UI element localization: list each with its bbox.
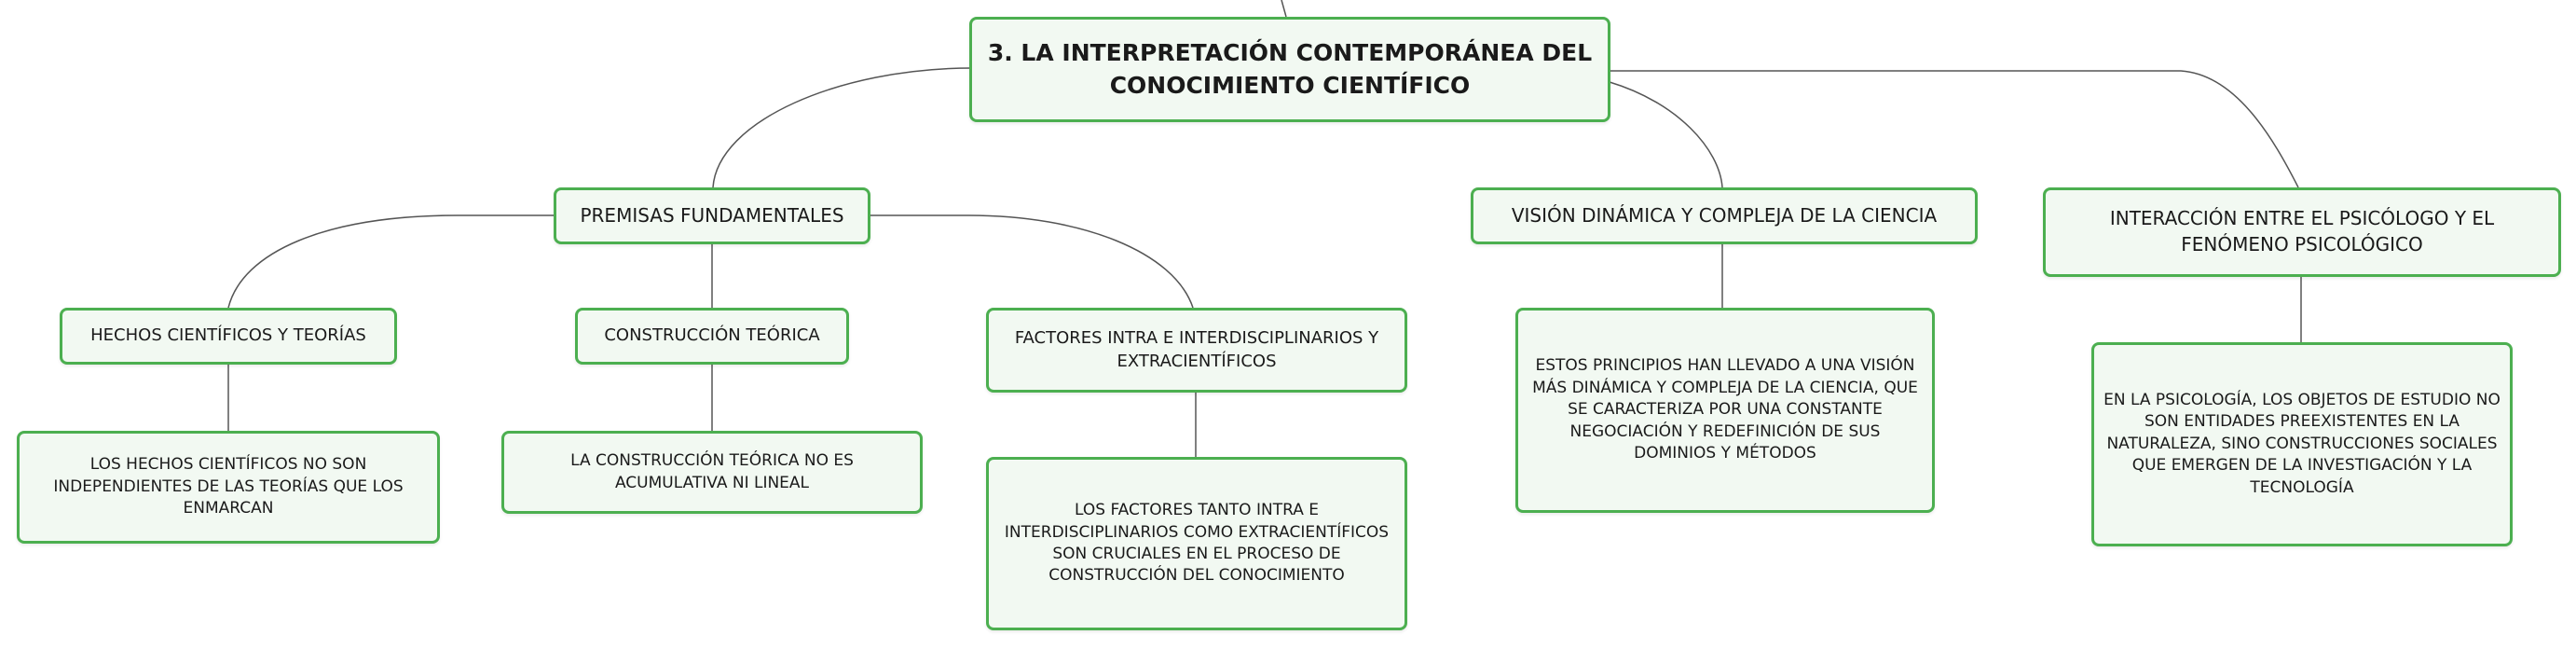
hechos-detail-node[interactable]: LOS HECHOS CIENTÍFICOS NO SON INDEPENDIE… <box>17 431 440 544</box>
connector-root-premisas <box>712 67 973 188</box>
interaccion-label: INTERACCIÓN ENTRE EL PSICÓLOGO Y EL FENÓ… <box>2109 207 2495 255</box>
factores-detail-text: LOS FACTORES TANTO INTRA E INTERDISCIPLI… <box>1004 501 1390 586</box>
premisas-node[interactable]: PREMISAS FUNDAMENTALES <box>554 187 870 244</box>
hechos-detail-text: LOS HECHOS CIENTÍFICOS NO SON INDEPENDIE… <box>53 455 404 518</box>
vision-node[interactable]: VISIÓN DINÁMICA Y COMPLEJA DE LA CIENCIA <box>1471 187 1978 244</box>
vision-detail-node[interactable]: ESTOS PRINCIPIOS HAN LLEVADO A UNA VISIÓ… <box>1515 308 1935 513</box>
construccion-detail-node[interactable]: LA CONSTRUCCIÓN TEÓRICA NO ES ACUMULATIV… <box>501 431 923 514</box>
hechos-label: HECHOS CIENTÍFICOS Y TEORÍAS <box>90 325 366 346</box>
factores-node[interactable]: FACTORES INTRA E INTERDISCIPLINARIOS Y E… <box>986 308 1407 393</box>
vision-detail-text: ESTOS PRINCIPIOS HAN LLEVADO A UNA VISIÓ… <box>1532 356 1918 463</box>
connector-parent-root <box>1281 0 1287 18</box>
connector-root-vision <box>1609 81 1723 188</box>
vision-label: VISIÓN DINÁMICA Y COMPLEJA DE LA CIENCIA <box>1511 203 1938 227</box>
interaccion-node[interactable]: INTERACCIÓN ENTRE EL PSICÓLOGO Y EL FENÓ… <box>2043 187 2561 277</box>
interaccion-detail-text: EN LA PSICOLOGÍA, LOS OBJETOS DE ESTUDIO… <box>2103 390 2501 497</box>
factores-label: FACTORES INTRA E INTERDISCIPLINARIOS Y E… <box>1014 327 1379 371</box>
premisas-label: PREMISAS FUNDAMENTALES <box>580 203 844 227</box>
factores-detail-node[interactable]: LOS FACTORES TANTO INTRA E INTERDISCIPLI… <box>986 457 1407 630</box>
root-label: 3. LA INTERPRETACIÓN CONTEMPORÁNEA DEL C… <box>987 39 1593 99</box>
interaccion-detail-node[interactable]: EN LA PSICOLOGÍA, LOS OBJETOS DE ESTUDIO… <box>2091 342 2513 546</box>
construccion-node[interactable]: CONSTRUCCIÓN TEÓRICA <box>575 308 849 365</box>
connector-root-interaccion <box>1610 70 2299 188</box>
connector-premisas-hechos <box>227 214 555 309</box>
hechos-node[interactable]: HECHOS CIENTÍFICOS Y TEORÍAS <box>60 308 397 365</box>
connector-premisas-factores <box>869 214 1194 309</box>
construccion-label: CONSTRUCCIÓN TEÓRICA <box>604 325 820 346</box>
root-node[interactable]: 3. LA INTERPRETACIÓN CONTEMPORÁNEA DEL C… <box>969 17 1610 122</box>
construccion-detail-text: LA CONSTRUCCIÓN TEÓRICA NO ES ACUMULATIV… <box>570 451 854 492</box>
